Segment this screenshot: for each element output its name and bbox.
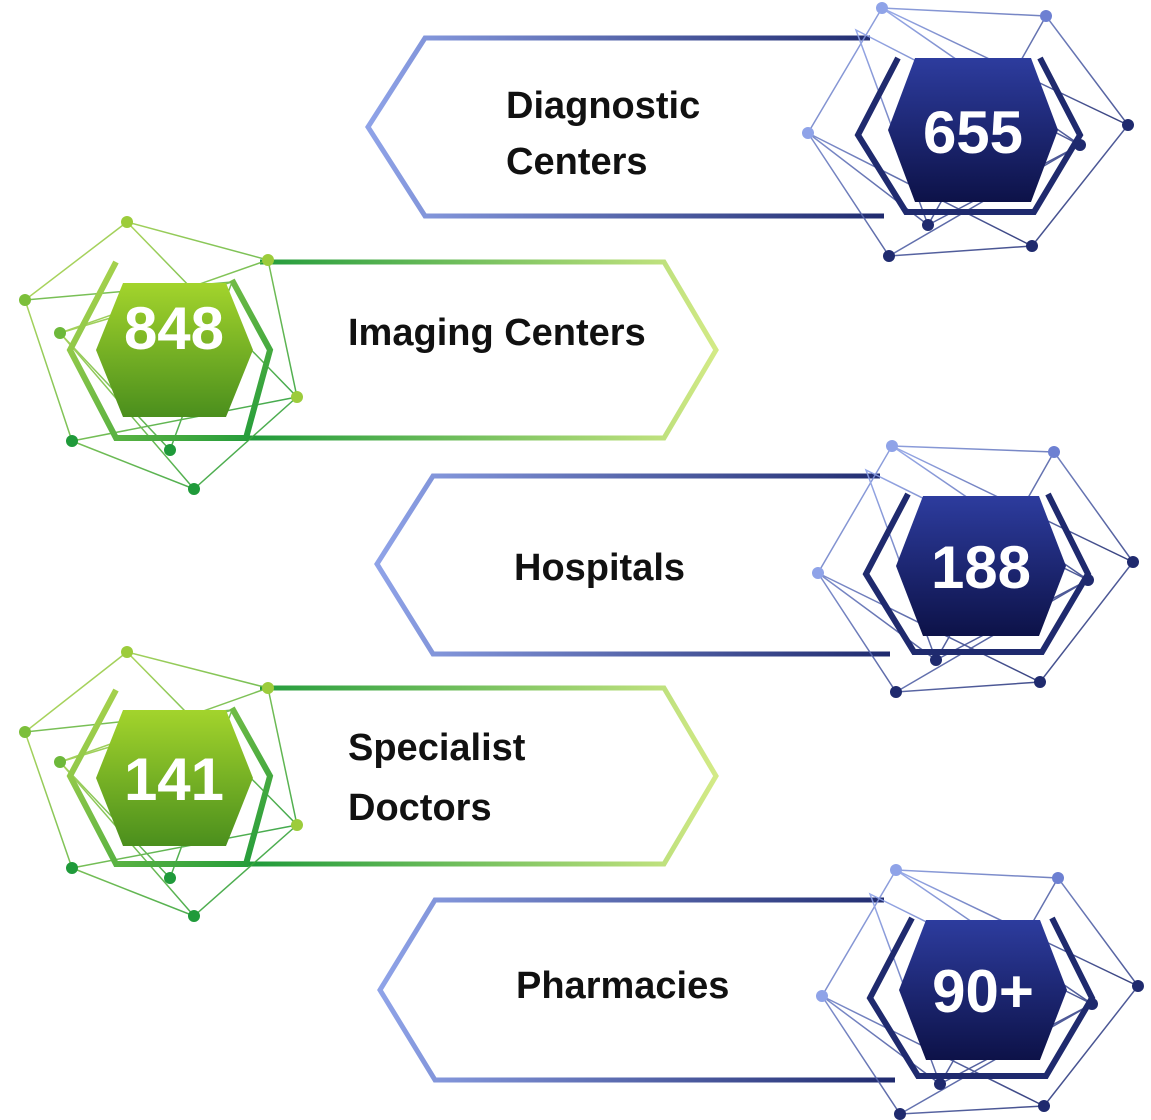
network-nodes — [812, 440, 1139, 698]
stat-label-line-1: Specialist — [348, 727, 526, 769]
hex-outline — [866, 916, 1096, 1079]
stat-label-line-1: Hospitals — [514, 547, 685, 589]
stat-value: 90+ — [932, 958, 1034, 1025]
stat-item-pharmacies: 90+ Pharmacies — [377, 864, 1144, 1120]
stat-item-specialist-doctors: 141 Specialist Doctors — [19, 646, 719, 922]
stat-frame — [248, 259, 719, 441]
stat-value: 655 — [923, 99, 1023, 166]
stat-frame — [377, 897, 895, 1083]
stat-item-hospitals: 188 Hospitals — [374, 440, 1139, 698]
stat-label-line-2: Doctors — [348, 787, 492, 829]
stat-label-line-1: Imaging Centers — [348, 312, 646, 354]
hex-outline — [862, 492, 1092, 655]
stat-label-line-1: Pharmacies — [516, 965, 729, 1007]
stat-value: 141 — [124, 746, 224, 813]
stat-value: 188 — [931, 534, 1031, 601]
hex-outline — [854, 56, 1084, 215]
hex-badge — [96, 710, 253, 846]
hex-outline — [66, 260, 274, 441]
stat-item-diagnostic-centers: 655 Diagnostic Centers — [365, 2, 1134, 262]
hex-badge — [896, 496, 1066, 636]
network-nodes — [19, 646, 303, 922]
stat-label-line-2: Centers — [506, 141, 648, 183]
stat-frame — [365, 35, 884, 219]
network-nodes — [802, 2, 1134, 262]
stat-frame — [374, 473, 890, 657]
hex-badge — [888, 58, 1058, 202]
hex-badge — [96, 283, 253, 417]
hex-outline — [66, 688, 274, 867]
stat-item-imaging-centers: 848 Imaging Centers — [19, 216, 719, 495]
stat-frame — [248, 685, 719, 867]
network-nodes — [19, 216, 303, 495]
stat-label-line-1: Diagnostic — [506, 85, 700, 127]
stat-value: 848 — [124, 295, 224, 362]
hex-badge — [899, 920, 1067, 1060]
